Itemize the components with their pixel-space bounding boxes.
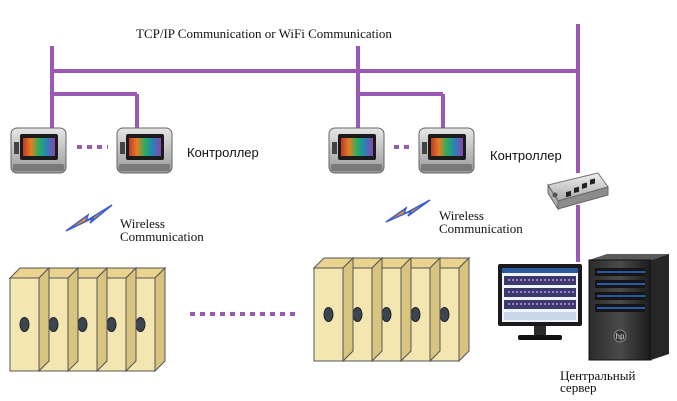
network-label: TCP/IP Communication or WiFi Communicati… [136,26,392,41]
controller-device-icon [418,127,475,174]
lightning-bolt-icon [385,199,431,223]
lightning-bolt-icon [65,204,113,232]
wireless-label-left-line2: Communication [120,229,204,244]
wireless-label-right-line1: Wireless [439,208,484,223]
storage-cabinet-icon [8,266,167,373]
server-label-line2: сервер [560,380,597,395]
controller-device-icon [10,127,67,174]
controller-device-icon [116,127,173,174]
wireless-label-left-line1: Wireless [120,216,165,231]
controller-label-right: Контроллер [490,148,562,163]
server-tower-icon: hp [588,254,669,361]
network-switch-icon [547,172,609,211]
storage-cabinet-icon [312,256,471,363]
server-brand-logo: hp [616,332,625,341]
server-label-line1: Центральный [560,368,636,383]
storage-cabinet-unit [8,266,51,373]
controller-device-icon [328,127,385,174]
storage-cabinet-unit [312,256,355,363]
network-lines [50,24,580,316]
controller-label-left: Контроллер [187,145,259,160]
wireless-label-right-line2: Communication [439,221,523,236]
monitor-icon [498,264,582,340]
